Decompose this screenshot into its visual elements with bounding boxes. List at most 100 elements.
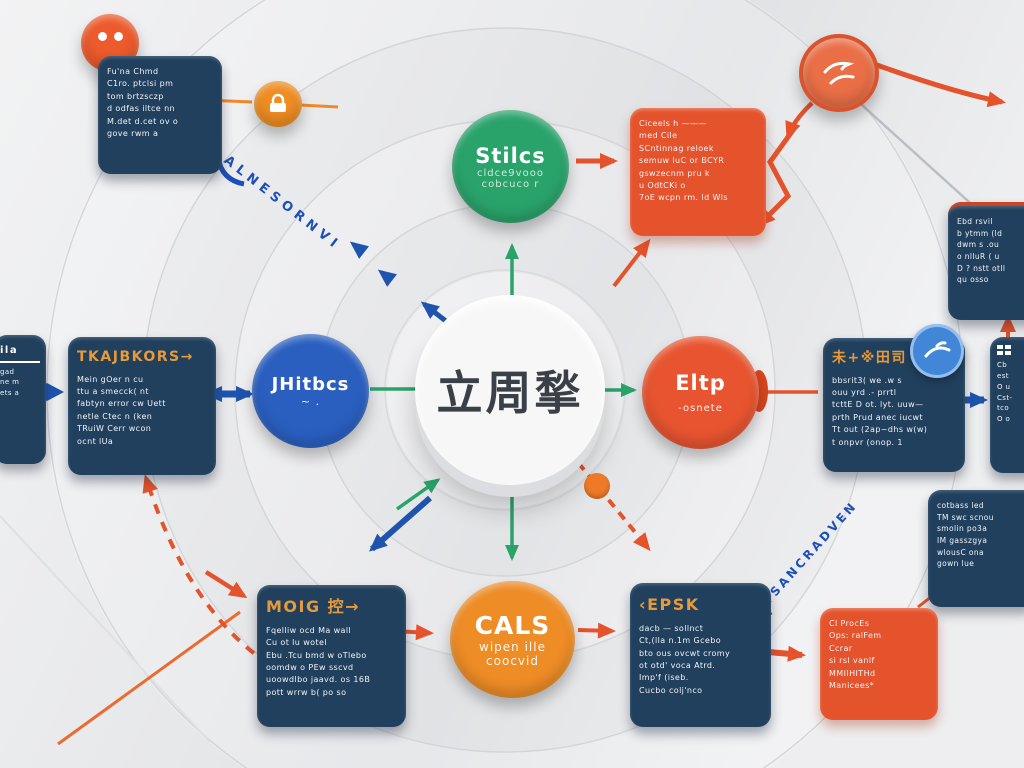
text-line: est <box>997 371 1009 380</box>
note-box-right-lower: cotbass led TM swc scnou smolin po3a IM … <box>928 490 1024 607</box>
note-box-top-right-edge: Ebd rsvil b ytmm (ld dwm s .ou o nlluR (… <box>948 202 1024 320</box>
text-line: Ebu .Tcu bmd w oTlebo <box>266 650 367 660</box>
text-line: pott wrrw b( po so <box>266 687 347 697</box>
text-line: Fu'na Chmd <box>107 67 159 76</box>
red-node: Eltp -osnete <box>642 336 759 449</box>
text-line: wlousC ona <box>937 547 985 557</box>
note-box-left-heading: TKAJBKORS→ <box>77 349 194 365</box>
orange-node-line3: coocvid <box>486 654 539 668</box>
text-line: TM swc scnou <box>937 512 994 522</box>
text-line: Ct,(lla n.1m Gcebo <box>639 636 722 646</box>
blue-node-title: JHitbcs <box>271 374 350 395</box>
text-line: Imp'f (iseb. <box>639 673 689 683</box>
text-line: smolin po3a <box>937 524 988 534</box>
note-box-top-left: Fu'na Chmd C1ro. ptclsi pm tom brtzsczp … <box>98 56 222 174</box>
text-line: dwm s .ou <box>957 240 1000 250</box>
green-node-line3: cobcuco r <box>481 178 540 190</box>
orange-node-line2: wipen ille <box>479 640 546 654</box>
note-box-bottom-left: MOIG 控→ Fqelliw ocd Ma wall Cu ot lu wot… <box>257 585 406 727</box>
text-line: IM gasszgya <box>937 535 988 545</box>
text-line: tom brtzsczp <box>107 91 164 101</box>
text-line: ets a <box>0 389 20 398</box>
text-line: Cst- <box>997 393 1013 402</box>
text-line: med Cile <box>639 131 678 141</box>
note-box-top-right-red: Ciceels h ——— med Cile SCntinnag reloek … <box>630 108 766 236</box>
text-line: gad <box>0 367 15 376</box>
note-box-bottom-right: ‹EPSK dacb — sollnct Ct,(lla n.1m Gcebo … <box>630 583 771 727</box>
text-line: Manicees* <box>829 680 875 690</box>
text-line: ne m <box>0 378 20 387</box>
dot-icon <box>98 32 107 41</box>
text-line: ttu a smecck( nt <box>77 387 149 397</box>
text-line: qu osso <box>957 275 989 285</box>
text-line: ocnt lUa <box>77 436 114 446</box>
text-line: 7oE wcpn rm. ld Wls <box>639 193 728 203</box>
pin-marker <box>584 473 610 499</box>
dove-icon <box>924 341 951 358</box>
text-line: o nlluR ( u <box>957 251 1000 261</box>
text-line: Cu ot lu wotel <box>266 638 327 648</box>
note-box-bottom-orange: Cl ProcEs Ops: ralFem Ccrar si rsl vanlf… <box>820 608 938 720</box>
text-line: fabtyn error cw Uett <box>77 399 166 409</box>
arc-annotation-lower-right: TSANCRADVEN <box>760 498 861 608</box>
text-line: dacb — sollnct <box>639 623 704 633</box>
text-line: oomdw o PEw sscvd <box>266 662 354 672</box>
text-line: cotbass led <box>937 501 985 510</box>
text-line: O o <box>997 415 1011 424</box>
text-line: prth Prud anec iucwt <box>832 412 923 422</box>
blue-node: JHitbcs ~ . <box>252 334 369 448</box>
text-line: Ccrar <box>829 643 853 653</box>
note-box-left-edge-heading: ila <box>0 343 40 363</box>
bird-marker <box>799 34 879 112</box>
text-line: si rsl vanlf <box>829 656 875 666</box>
text-line: Fqelliw ocd Ma wall <box>266 625 352 635</box>
text-line: Cl ProcEs <box>829 619 870 628</box>
text-line: O u <box>997 382 1011 391</box>
orange-node: CALS wipen ille coocvid <box>450 581 575 698</box>
text-line: Ebd rsvil <box>957 217 993 226</box>
green-node: Stilcs cldce9vooo cobcuco r <box>452 110 569 223</box>
red-node-title: Eltp <box>675 371 726 395</box>
note-box-left-edge: ila gad ne m ets a <box>0 335 46 464</box>
dot-icon <box>114 32 123 41</box>
note-box-left: TKAJBKORS→ Mein gOer n cu ttu a smecck( … <box>68 337 216 475</box>
text-line: uoowdlbo jaavd. os 16B <box>266 675 371 685</box>
orange-node-title: CALS <box>474 611 551 640</box>
center-label: 立周揫 <box>436 366 584 420</box>
arc-annotation-upper-left: ALNESORNVI <box>220 153 344 254</box>
blue-node-sub: ~ . <box>300 395 321 408</box>
lock-icon <box>270 93 286 112</box>
text-line: Mein gOer n cu <box>77 374 144 384</box>
text-line: gswzecnm pru k <box>639 168 710 178</box>
text-line: gown lue <box>937 559 975 569</box>
lock-marker <box>254 81 302 127</box>
text-line: TRuiW Cerr wcon <box>77 424 152 434</box>
text-line: Cb <box>997 361 1008 369</box>
text-line: SCntinnag reloek <box>639 143 714 153</box>
text-line: D ? nstt otll <box>957 263 1006 273</box>
dove-badge <box>910 324 964 378</box>
text-line: Ops: ralFem <box>829 631 882 641</box>
bird-icon <box>823 61 855 85</box>
red-node-sub: -osnete <box>678 403 723 414</box>
text-line: Cucbo colj'nco <box>639 685 703 695</box>
text-line: bto ous ovcwt cromy <box>639 648 731 658</box>
text-line: Ciceels h ——— <box>639 119 707 128</box>
text-line: ouu yrd .- prrtl <box>832 388 897 398</box>
text-line: netle Ctec n (ken <box>77 411 153 421</box>
text-line: Tt out (2ap~dhs w(w) <box>832 425 928 435</box>
note-box-bottom-right-heading: ‹EPSK <box>639 595 700 614</box>
text-line: tco <box>997 404 1010 413</box>
text-line: M.det d.cet ov o <box>107 116 179 126</box>
text-line: tcttE D ot. lyt. uuw— <box>832 400 924 410</box>
center-node: 立周揫 <box>415 295 605 485</box>
text-line: gove rwm a <box>107 128 159 138</box>
text-line: semuw luC or BCYR <box>639 156 725 166</box>
text-line: C1ro. ptclsi pm <box>107 79 174 89</box>
text-line: b ytmm (ld <box>957 228 1003 238</box>
text-line: MMIIHITHd <box>829 668 876 678</box>
note-box-bottom-left-heading: MOIG 控→ <box>266 597 361 616</box>
grid-icon <box>997 345 1011 355</box>
text-line: d odfas iltce nn <box>107 104 176 114</box>
